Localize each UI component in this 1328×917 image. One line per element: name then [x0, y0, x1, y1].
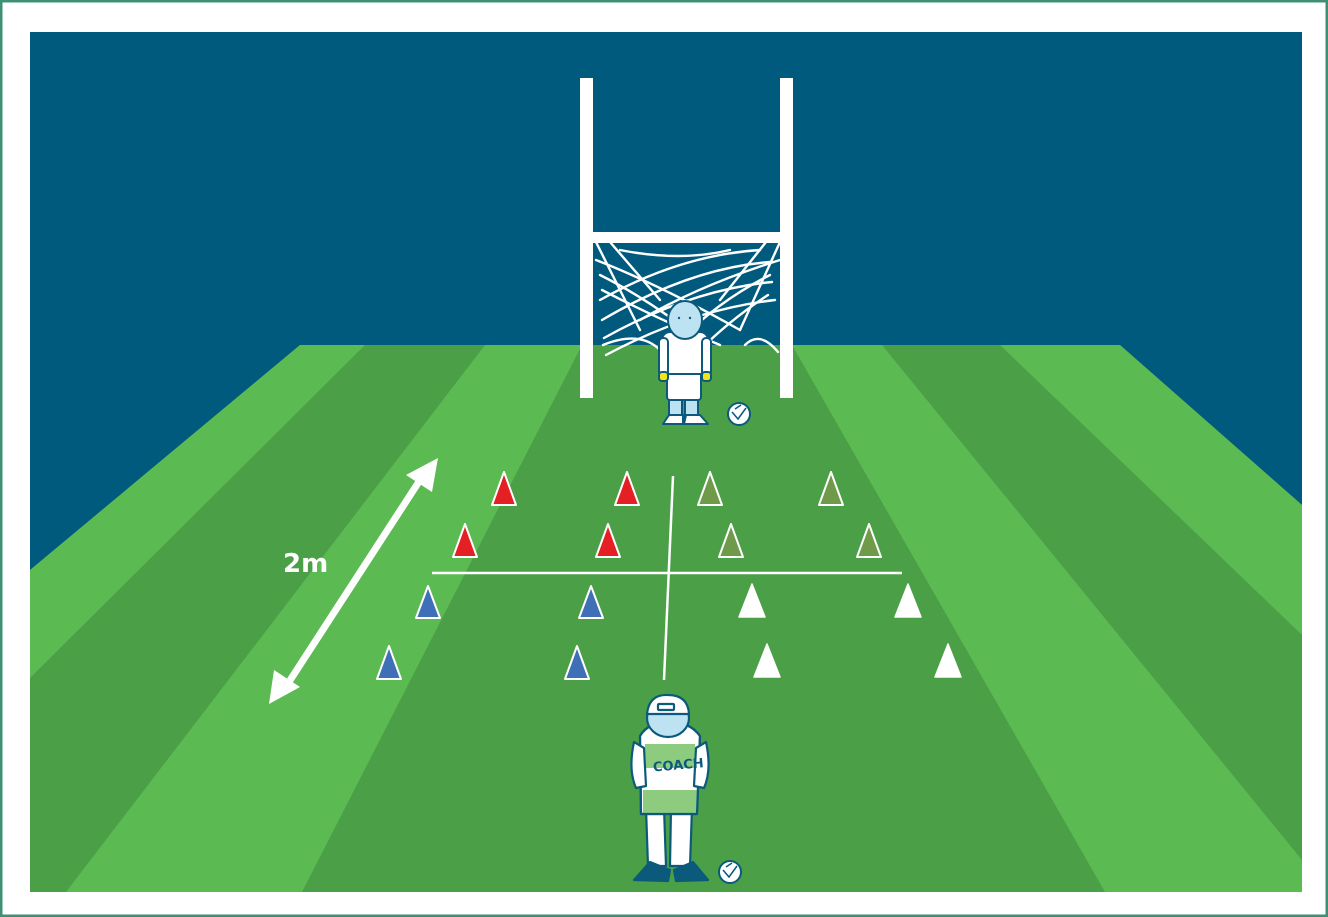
ball-icon — [719, 861, 741, 883]
distance-label: 2m — [283, 549, 328, 579]
ball-icon — [728, 403, 750, 425]
